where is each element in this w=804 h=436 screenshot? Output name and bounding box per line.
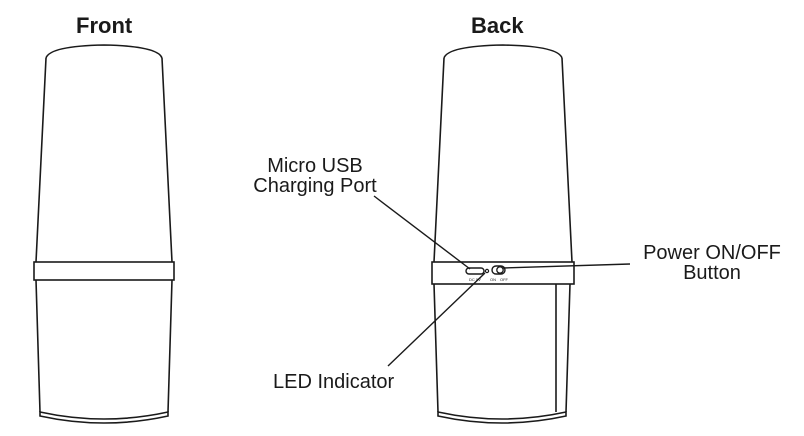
power-callout: Power ON/OFF Button — [632, 243, 792, 283]
back-title: Back — [471, 13, 524, 38]
usb-callout: Micro USB Charging Port — [244, 156, 386, 196]
front-top-cap — [45, 44, 163, 59]
back-device — [431, 44, 575, 424]
back-top-cap — [443, 44, 563, 59]
power-leader-line — [502, 263, 631, 269]
back-upper-body — [433, 57, 573, 263]
off-label: OFF — [500, 277, 509, 282]
back-band — [431, 261, 575, 285]
usb-callout-line2: Charging Port — [253, 175, 377, 197]
power-switch-knob — [496, 266, 504, 274]
led-leader-line — [387, 272, 486, 367]
back-base — [437, 411, 567, 424]
led-callout: LED Indicator — [273, 371, 395, 393]
dc-label: DC 5V — [469, 277, 481, 282]
usb-callout-line1: Micro USB — [267, 155, 363, 177]
back-lower-body — [433, 283, 571, 413]
on-label: ON — [490, 277, 496, 282]
power-switch — [491, 265, 506, 275]
led-indicator-dot — [484, 268, 490, 274]
front-upper-body — [35, 57, 173, 263]
micro-usb-port — [465, 267, 485, 275]
usb-leader-line — [373, 195, 471, 270]
power-callout-line1: Power ON/OFF — [643, 242, 781, 264]
power-callout-line2: Button — [683, 262, 741, 284]
front-lower-body — [35, 279, 173, 413]
front-title: Front — [76, 13, 133, 38]
front-band — [33, 261, 175, 281]
front-base — [39, 411, 169, 424]
front-device — [33, 44, 175, 424]
